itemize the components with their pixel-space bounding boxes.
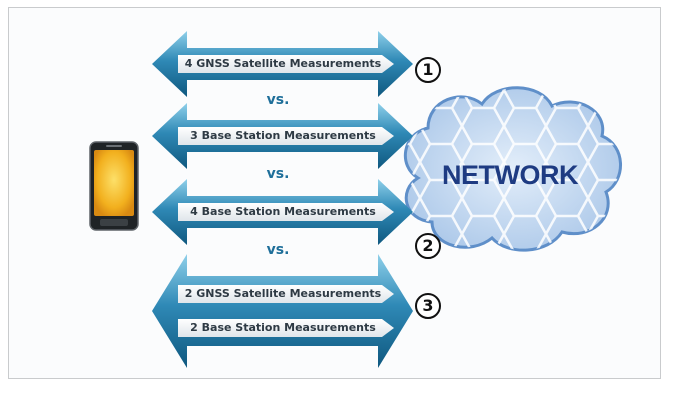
vs-label-1: vs.: [266, 92, 290, 108]
arrow-4: [152, 254, 413, 368]
measurement-label-4: 2 GNSS Satellite Measurements: [184, 287, 382, 300]
vs-label-2: vs.: [266, 166, 290, 182]
arrow-1: [152, 31, 413, 97]
measurement-label-1: 4 GNSS Satellite Measurements: [184, 57, 382, 70]
vs-label-3: vs.: [266, 242, 290, 258]
measurement-label-2: 3 Base Station Measurements: [190, 129, 376, 142]
network-label: NETWORK: [442, 160, 578, 190]
arrow-2: [152, 103, 413, 169]
marker-1: 1: [415, 57, 441, 83]
marker-3: 3: [415, 293, 441, 319]
network-cloud-icon: [403, 86, 622, 252]
measurement-label-5: 2 Base Station Measurements: [190, 321, 376, 334]
mobile-phone-icon: [89, 141, 139, 231]
marker-2: 2: [415, 233, 441, 259]
arrow-3: [152, 179, 413, 245]
measurement-label-3: 4 Base Station Measurements: [190, 205, 376, 218]
